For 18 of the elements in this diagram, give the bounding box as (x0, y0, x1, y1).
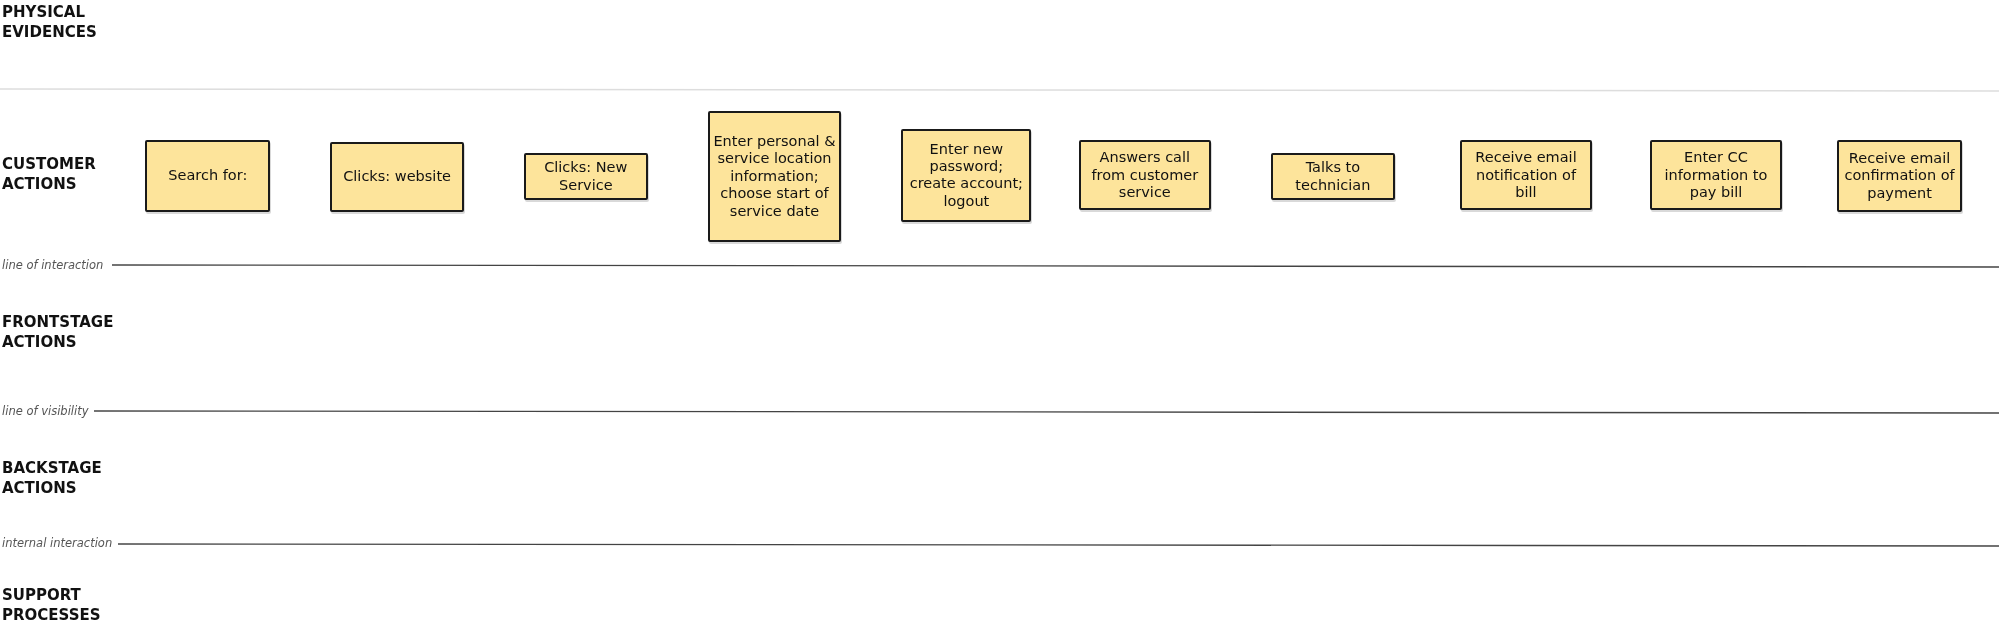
sticky-note: Clicks: website (330, 141, 465, 212)
line-label: line of interaction (2, 258, 104, 272)
sticky-note: Receive email confirmation of payment (1837, 140, 1962, 212)
sticky-note: Clicks: New Service (523, 153, 648, 201)
sticky-note: Receive email notification of bill (1459, 140, 1593, 211)
lane-label: FRONTSTAGE ACTIONS (2, 313, 115, 352)
sticky-note: Enter CC information to pay bill (1649, 140, 1783, 211)
lane-label: SUPPORT PROCESSES (2, 586, 102, 625)
lane-label: BACKSTAGE ACTIONS (2, 459, 103, 498)
line-label: line of visibility (2, 404, 89, 418)
line-label: internal interaction (2, 536, 113, 550)
lane-label: CUSTOMER ACTIONS (2, 155, 97, 194)
lane-label: PHYSICAL EVIDENCES (2, 3, 98, 42)
sticky-note: Enter personal & service location information; choose start of service date (707, 110, 842, 243)
sticky-note: Answers call from customer service (1078, 140, 1212, 211)
sticky-note: Search for: (145, 140, 271, 212)
sticky-note: Enter new password; create account; logout (901, 128, 1032, 222)
sticky-note: Talks to technician (1271, 153, 1395, 201)
